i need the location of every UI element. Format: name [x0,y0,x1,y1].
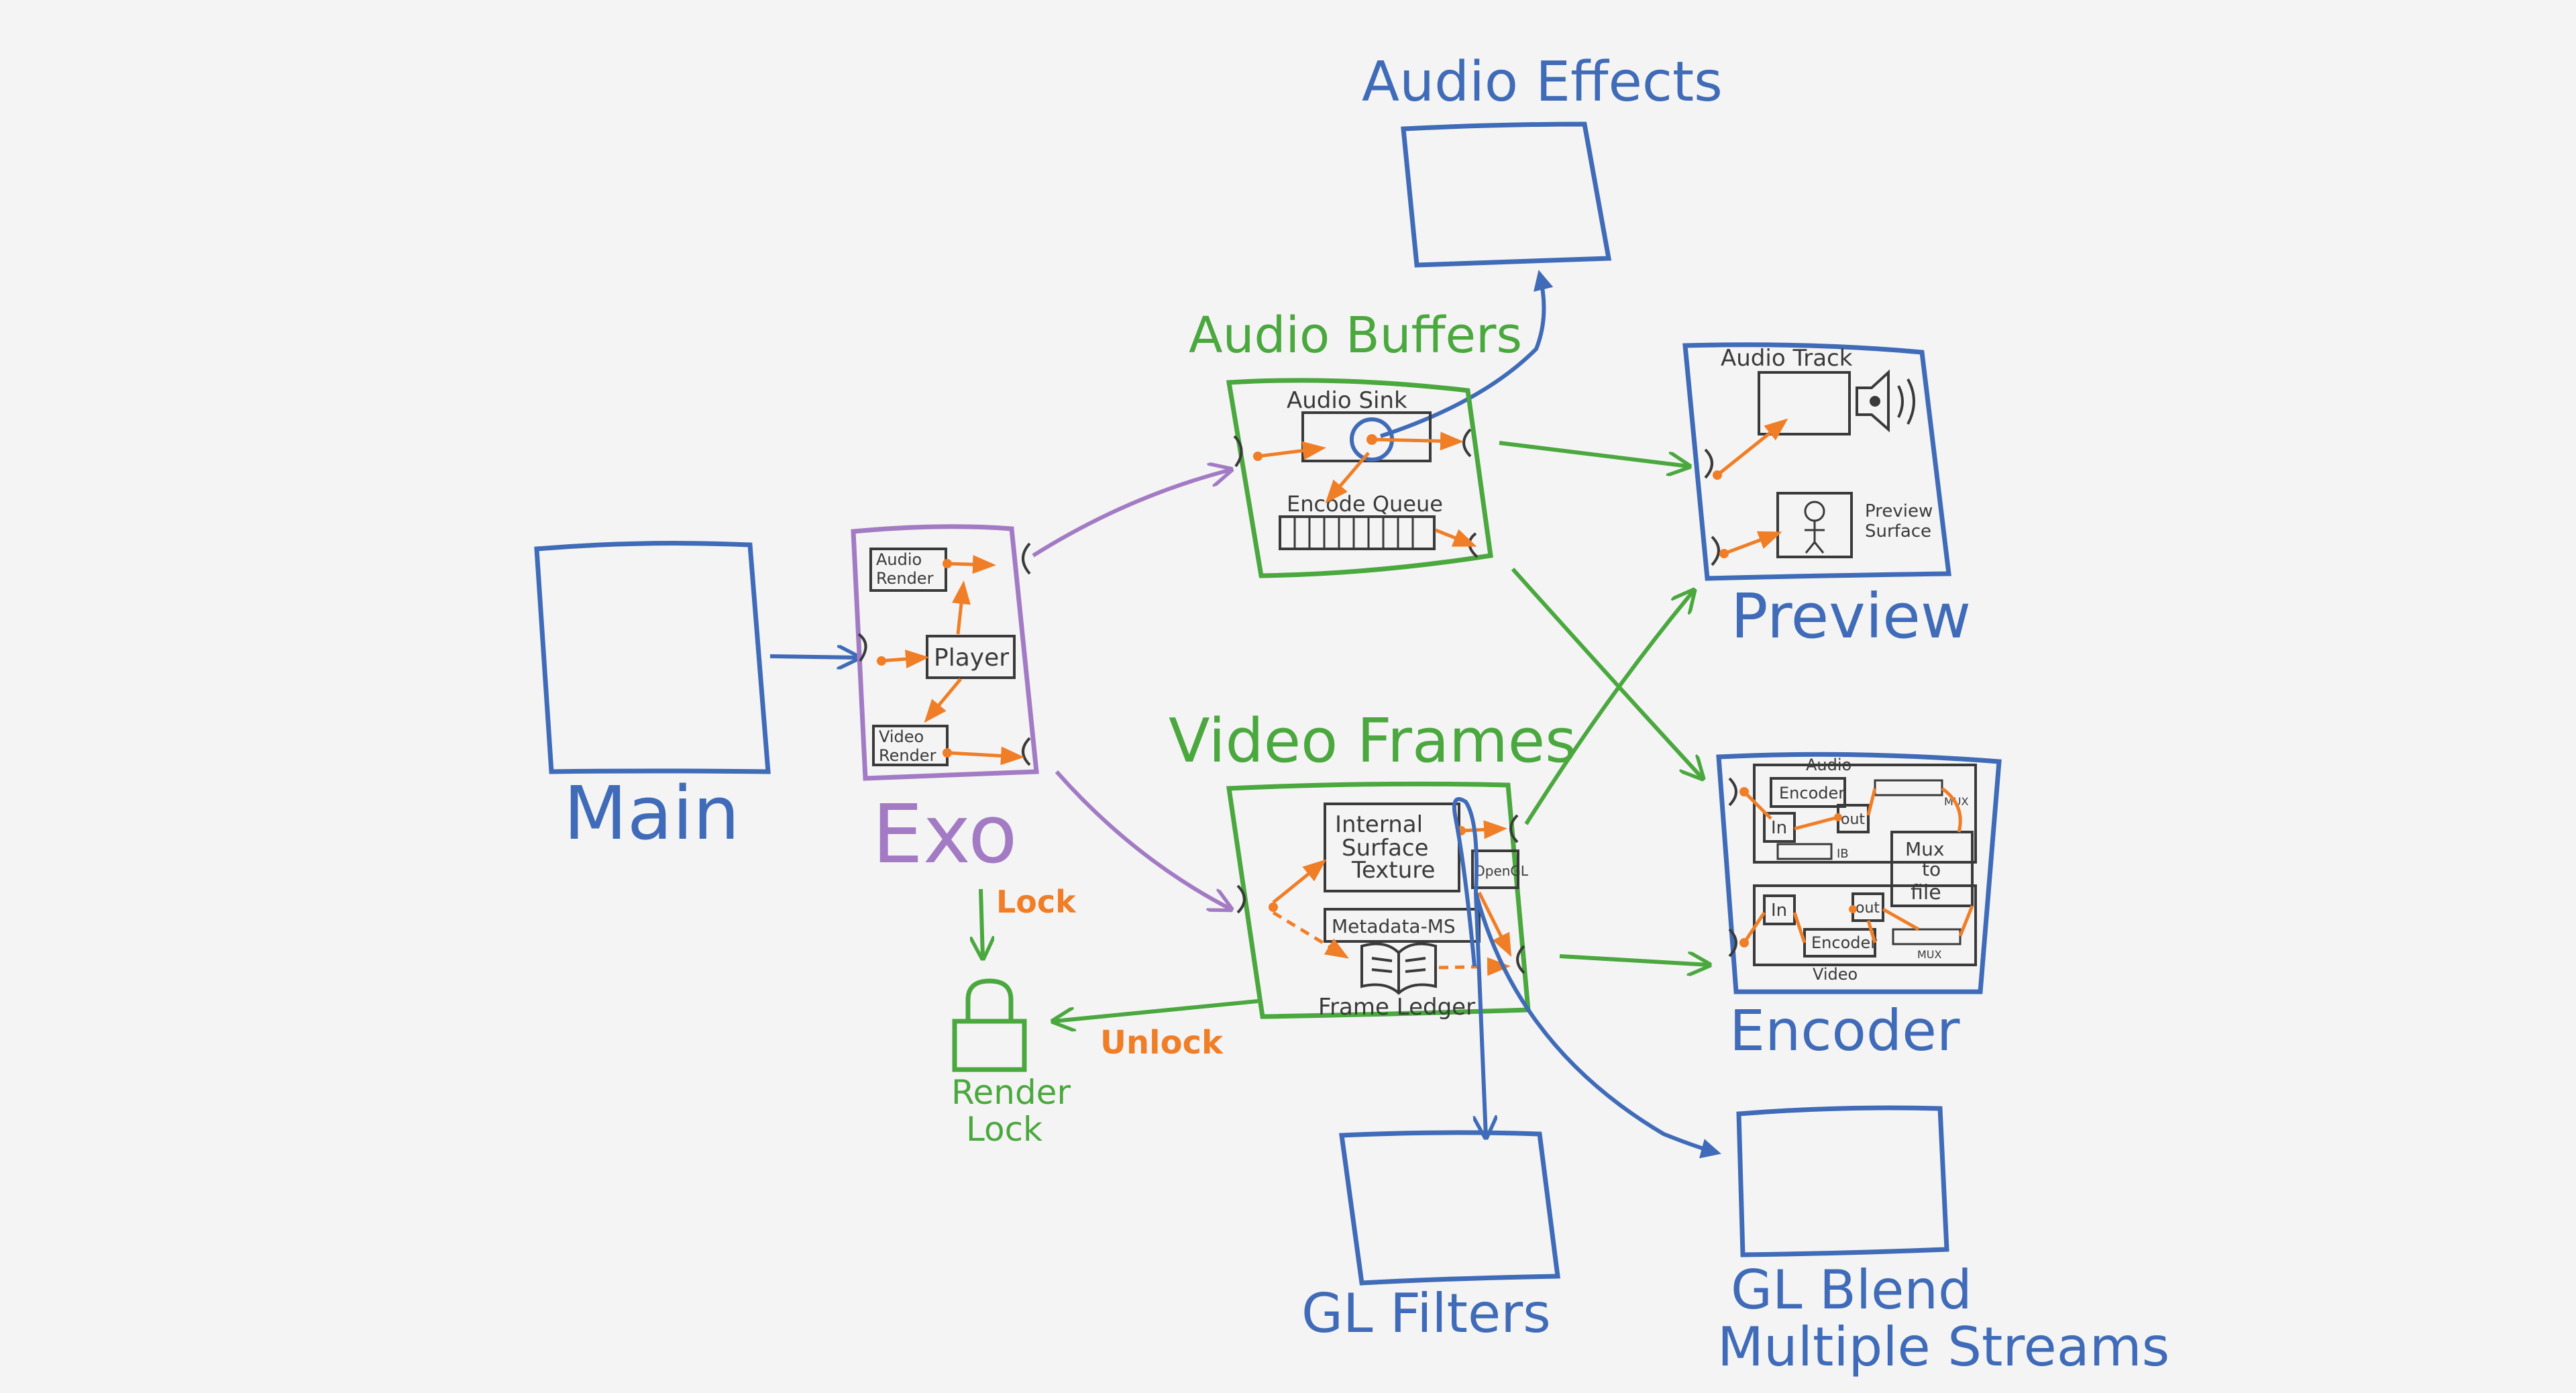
gl-filters-label: GL Filters [1301,1282,1551,1345]
frame-ledger-book-icon [1360,942,1437,995]
gl-blend-line1: GL Blend [1731,1259,1972,1321]
unlock-label: Unlock [1100,1024,1224,1062]
video-frames-label: Video Frames [1169,706,1576,776]
encoder-audio-lane [1753,764,1977,864]
internal-line3: Texture [1351,857,1435,884]
preview-surface-box [1776,492,1853,558]
exo-audio-render-line1: Audio [876,550,922,569]
gl-blend-line2: Multiple Streams [1717,1316,2169,1378]
audio-track-label: Audio Track [1721,345,1853,372]
arrow-to-gl-filters [1476,892,1486,1137]
render-lock-line1: Render [951,1073,1071,1112]
arrow-audio-buffers-to-preview [1499,441,1689,466]
video-mux-buffer [1892,928,1962,945]
preview-node: Preview Audio Track Preview Surface [1682,342,1971,652]
main-node: Main [534,541,771,856]
arrow-video-frames-to-preview [1524,590,1694,825]
arrow-audio-buffers-to-encoder [1511,567,1703,778]
audio-effects-box [1401,121,1612,268]
svg-text:IB: IB [1837,847,1849,861]
gl-filters-box [1339,1130,1560,1286]
preview-surface-line2: Surface [1865,521,1931,541]
audio-buffers-box [1226,378,1493,578]
exo-box [851,524,1039,781]
video-in-box [1763,894,1796,925]
svg-text:In: In [1771,900,1787,921]
exo-video-render-line1: Video [879,727,924,746]
exo-video-render-line2: Render [879,746,936,765]
exo-audio-render-box [869,548,947,592]
svg-text:Encoder: Encoder [1811,933,1877,952]
lock-label: Lock [996,884,1077,920]
arrow-exo-to-audio-buffers [1032,470,1231,558]
gl-blend-box [1736,1105,1949,1257]
encoder-box [1716,752,2002,994]
svg-text:out: out [1841,811,1865,828]
svg-text:to: to [1922,858,1941,880]
main-box [534,541,771,774]
exo-audio-render-line2: Render [876,569,934,588]
main-label: Main [564,770,740,856]
internal-line2: Surface [1342,835,1429,862]
audio-buffers-label: Audio Buffers [1189,307,1522,364]
frame-ledger-label: Frame Ledger [1318,994,1475,1021]
audio-encoder-box [1770,777,1846,808]
arrow-exo-to-video-frames [1055,770,1231,909]
exo-node: Audio Render Player Video Render Exo [851,524,1039,882]
audio-track-box [1758,371,1851,435]
speaker-icon [1856,369,1915,433]
audio-effects-label: Audio Effects [1362,50,1723,114]
stick-figure-icon [1804,501,1825,554]
render-lock-icon [952,978,1027,1072]
arrow-lock [981,888,983,958]
svg-text:Mux: Mux [1905,838,1944,860]
opengl-box [1471,849,1519,889]
gl-blend-node: GL Blend Multiple Streams [1717,1105,2169,1378]
encoder-video-label: Video [1813,965,1858,984]
svg-text:Encoder: Encoder [1779,784,1845,803]
arrow-main-to-exo [769,656,859,658]
audio-sink-label: Audio Sink [1287,387,1407,414]
video-frames-box [1226,781,1531,1019]
encode-queue-label: Encode Queue [1287,491,1443,517]
exo-video-render-box [872,725,949,766]
arrow-unlock [1053,999,1258,1021]
video-tap-loop [1452,796,1479,967]
audio-buffers-node: Audio Buffers Audio Sink Encode Queue [1189,307,1522,578]
render-lock-line2: Lock [966,1110,1042,1149]
metadata-label: Metadata-MS [1332,915,1456,937]
svg-text:MUX: MUX [1917,948,1942,961]
audio-input-buffer [1776,843,1833,860]
video-frames-node: Video Frames Internal Surface Texture Op… [1169,706,1576,1021]
preview-surface-line1: Preview [1865,501,1933,521]
preview-label: Preview [1731,580,1971,652]
encode-queue-box [1279,515,1436,550]
encoder-node: Encoder Audio Encoder In out IB MUX Mux … [1716,752,2002,1064]
gl-filters-node: GL Filters [1301,1130,1560,1345]
opengl-label: OpenGL [1474,863,1529,879]
mux-to-file-box [1890,831,1974,907]
internal-line1: Internal [1335,811,1423,838]
audio-effects-node: Audio Effects [1362,50,1723,268]
audio-mux-buffer [1874,779,1943,796]
svg-text:out: out [1856,900,1880,917]
exo-player-label: Player [934,644,1009,672]
svg-text:In: In [1771,818,1787,838]
arrow-video-frames-to-encoder [1559,956,1709,965]
encoder-label: Encoder [1729,998,1960,1064]
arrow-to-gl-blend [1474,892,1721,1159]
exo-label: Exo [872,788,1018,882]
preview-box [1682,342,1951,581]
